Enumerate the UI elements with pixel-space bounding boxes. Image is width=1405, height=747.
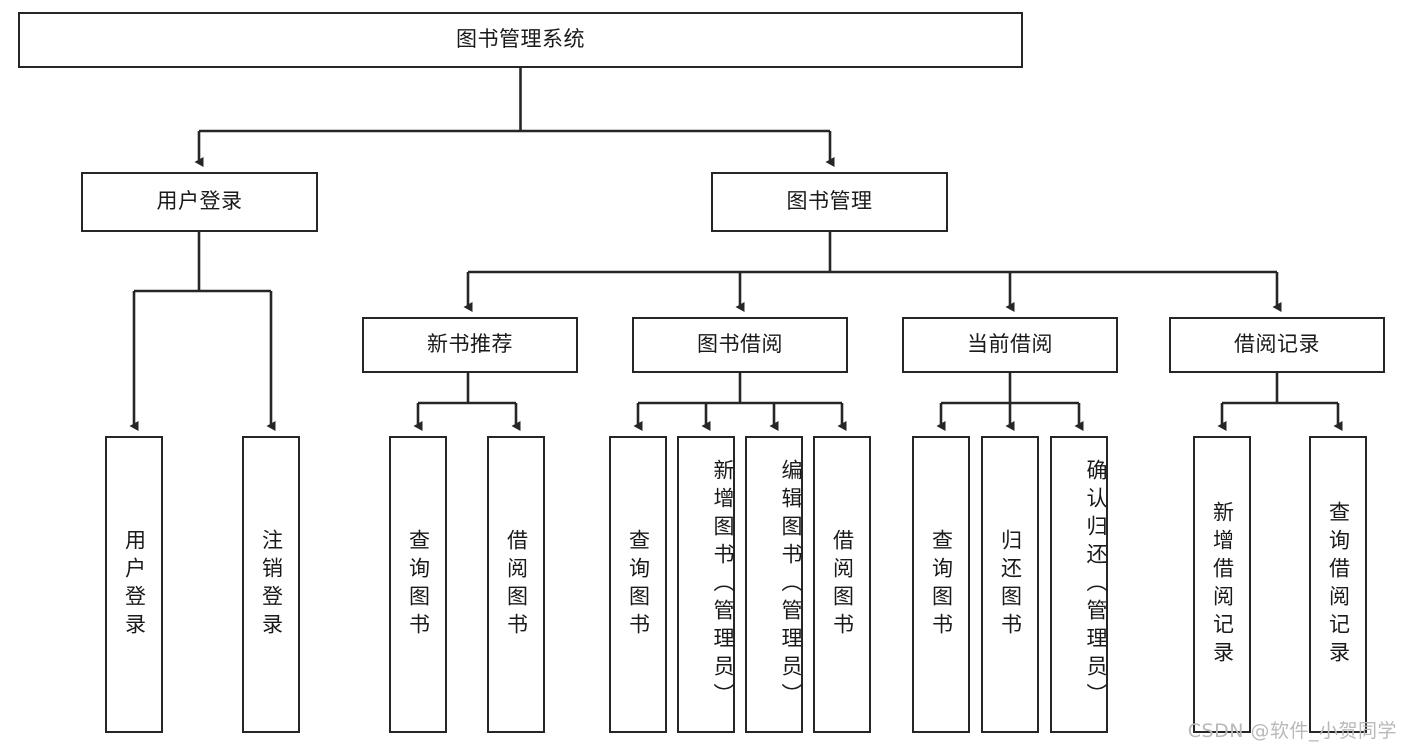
leaf-borrow-lend-label: 借阅图书 [830,528,855,641]
leaf-record-add-label: 新增借阅记录 [1210,500,1235,669]
node-user-login-label: 用户登录 [156,189,243,214]
leaf-rec-borrow[interactable]: 借阅图书 [487,436,545,733]
leaf-cur-query-label: 查询图书 [929,528,954,641]
leaf-borrow-add[interactable]: 新增图书（管理员） [677,436,735,733]
node-book-borrow[interactable]: 图书借阅 [632,317,848,373]
leaf-user-login-label: 用户登录 [122,528,147,641]
node-book-borrow-label: 图书借阅 [697,332,783,357]
node-book-manage[interactable]: 图书管理 [711,172,948,232]
csdn-watermark: CSDN @软件_小贺同学 [1187,720,1397,742]
leaf-cur-query[interactable]: 查询图书 [912,436,970,733]
leaf-borrow-edit-label: 编辑图书（管理员） [779,458,803,711]
leaf-cur-confirm[interactable]: 确认归还（管理员） [1050,436,1108,733]
leaf-user-login[interactable]: 用户登录 [105,436,163,733]
leaf-rec-query[interactable]: 查询图书 [389,436,447,733]
leaf-borrow-query-label: 查询图书 [626,528,651,641]
leaf-cur-return[interactable]: 归还图书 [981,436,1039,733]
leaf-record-query-label: 查询借阅记录 [1326,500,1351,669]
leaf-record-query[interactable]: 查询借阅记录 [1309,436,1367,733]
leaf-rec-borrow-label: 借阅图书 [504,528,529,641]
node-user-login[interactable]: 用户登录 [81,172,318,232]
node-current-borrow-label: 当前借阅 [967,332,1053,357]
node-book-manage-label: 图书管理 [786,189,873,214]
leaf-record-add[interactable]: 新增借阅记录 [1193,436,1251,733]
leaf-borrow-add-label: 新增图书（管理员） [711,458,735,711]
node-borrow-record-label: 借阅记录 [1234,332,1320,357]
node-new-book-rec[interactable]: 新书推荐 [362,317,578,373]
node-current-borrow[interactable]: 当前借阅 [902,317,1118,373]
leaf-borrow-edit[interactable]: 编辑图书（管理员） [745,436,803,733]
node-new-book-rec-label: 新书推荐 [427,332,513,357]
leaf-rec-query-label: 查询图书 [406,528,431,641]
leaf-borrow-query[interactable]: 查询图书 [609,436,667,733]
node-root-label: 图书管理系统 [456,27,585,52]
leaf-cur-confirm-label: 确认归还（管理员） [1084,458,1108,711]
leaf-cur-return-label: 归还图书 [998,528,1023,641]
node-root[interactable]: 图书管理系统 [18,12,1023,68]
leaf-borrow-lend[interactable]: 借阅图书 [813,436,871,733]
leaf-user-logout-label: 注销登录 [259,528,284,641]
node-borrow-record[interactable]: 借阅记录 [1169,317,1385,373]
leaf-user-logout[interactable]: 注销登录 [242,436,300,733]
